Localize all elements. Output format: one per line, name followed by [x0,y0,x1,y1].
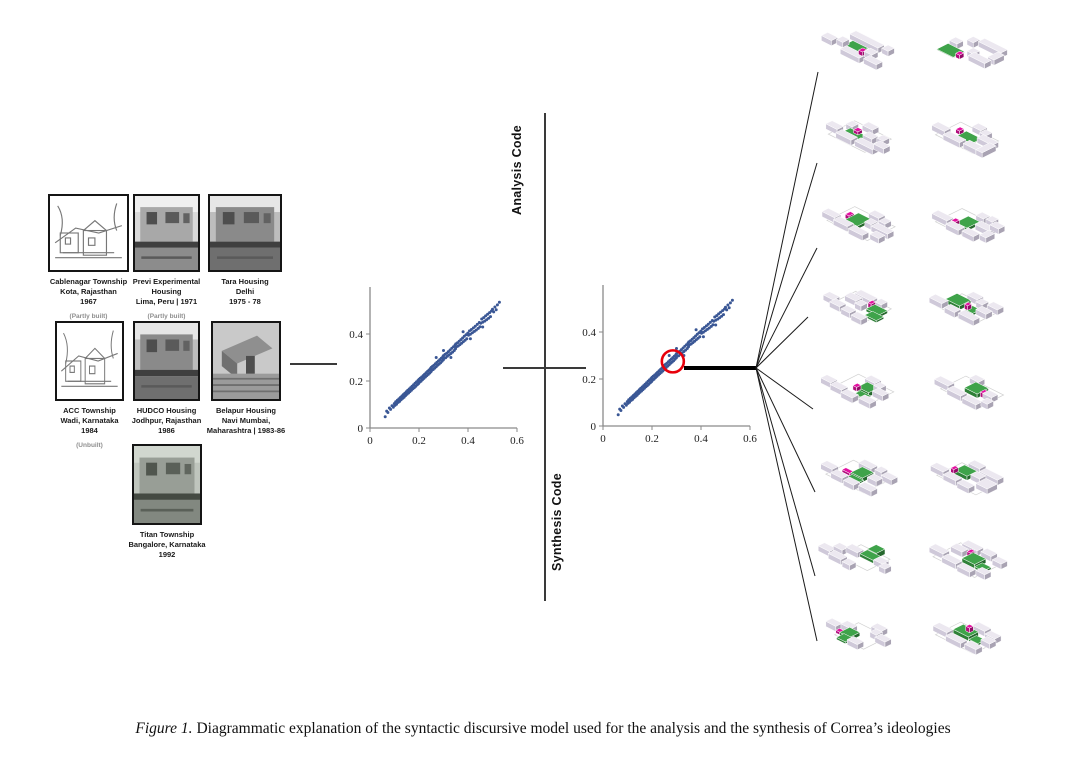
project-photo [208,194,282,272]
svg-text:0.4: 0.4 [461,435,475,447]
project-photo [132,444,202,525]
connector-projects-to-plot [290,363,337,365]
svg-text:0.2: 0.2 [349,376,363,388]
svg-text:0.4: 0.4 [349,329,363,341]
project-photo [55,321,124,401]
project-photo [133,321,200,401]
iso-diagram-row3-right [931,208,1006,244]
svg-text:0.2: 0.2 [412,435,426,447]
project-note: (Unbuilt) [76,442,103,450]
iso-diagram-row7-right [928,539,1008,581]
svg-text:0: 0 [367,435,373,447]
svg-text:0: 0 [358,423,364,435]
iso-diagram-row2-left [825,120,893,156]
analysis-code-label: Analysis Code [510,124,524,216]
svg-text:0.4: 0.4 [694,433,708,445]
iso-diagram-row6-left [820,459,899,498]
iso-diagram-row4-right [928,291,1005,327]
svg-text:0.6: 0.6 [743,433,757,445]
iso-diagram-row3-left [821,206,896,245]
iso-diagram-row1-left [820,30,895,71]
project-photo [48,194,129,272]
connector-plot-to-plot [503,367,586,369]
iso-diagram-row7-left [817,542,892,575]
svg-text:0: 0 [600,433,606,445]
scatter-plot-synthesis: 0 0.2 0.4 0.6 0 0.2 0.4 [582,285,757,445]
iso-diagram-row2-right [931,121,1000,159]
project-photo [211,321,281,401]
svg-text:0.6: 0.6 [510,435,524,447]
figure-caption-text: Diagrammatic explanation of the syntacti… [196,720,951,737]
svg-text:0.2: 0.2 [582,374,596,386]
iso-diagram-row4-left [822,289,893,326]
iso-diagram-row5-right [933,374,1005,411]
project-photo [133,194,200,272]
fan-lines [755,71,819,642]
svg-text:0.2: 0.2 [645,433,659,445]
connector-thick [684,366,757,370]
divider-line [544,113,546,601]
project-note: (Partly built) [69,313,108,321]
iso-diagram-row5-left [820,373,895,410]
iso-diagram-row8-left [825,617,892,651]
synthesis-code-label: Synthesis Code [550,473,564,571]
iso-diagram-row8-right [932,621,1002,656]
project-note: (Partly built) [147,313,186,321]
figure-caption-label: Figure 1. [135,720,193,737]
svg-text:0: 0 [591,421,597,433]
iso-diagram-row1-right [936,36,1008,70]
figure-caption: Figure 1.Diagrammatic explanation of the… [0,720,1086,738]
highlight-circle [660,349,686,374]
scatter-plot-analysis: 0 0.2 0.4 0.6 0 0.2 0.4 [349,287,524,447]
iso-diagram-row6-right [929,459,1005,496]
svg-text:0.4: 0.4 [582,327,596,339]
